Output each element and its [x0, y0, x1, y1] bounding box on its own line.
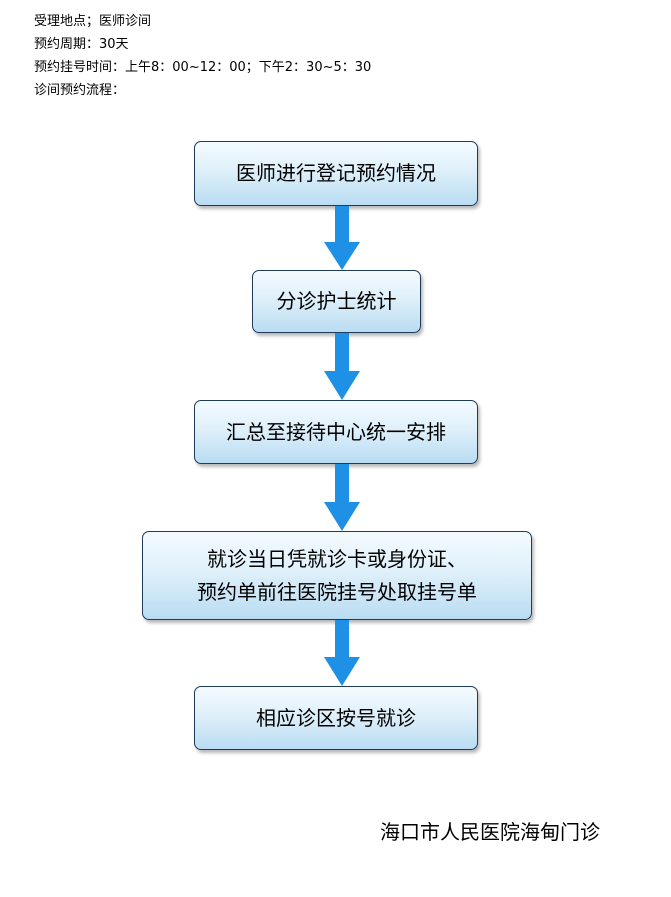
step-register: 医师进行登记预约情况: [194, 141, 478, 206]
arrow-down-icon: [324, 620, 360, 686]
arrow-down-icon: [324, 333, 360, 400]
step-label: 分诊护士统计: [276, 289, 397, 313]
arrow-down-icon: [324, 464, 360, 531]
step-label: 汇总至接待中心统一安排: [226, 419, 446, 444]
step-label-line-1: 就诊当日凭就诊卡或身份证、: [207, 546, 467, 571]
step-label: 相应诊区按号就诊: [256, 705, 416, 730]
location-text: 受理地点；医师诊间: [34, 14, 152, 29]
info-block: 受理地点；医师诊间 预约周期：30天 预约挂号时间：上午8：00~12：00；下…: [34, 10, 371, 102]
period-text: 预约周期：30天: [34, 37, 129, 52]
step-summary: 汇总至接待中心统一安排: [194, 400, 478, 464]
arrow-down-icon: [324, 206, 360, 270]
step-label-line-2: 预约单前往医院挂号处取挂号单: [197, 579, 477, 604]
step-triage: 分诊护士统计: [252, 270, 421, 333]
hospital-name: 海口市人民医院海甸门诊: [380, 820, 600, 844]
step-label: 医师进行登记预约情况: [236, 161, 436, 185]
step-visit-day: 就诊当日凭就诊卡或身份证、 预约单前往医院挂号处取挂号单: [142, 531, 532, 620]
step-consult: 相应诊区按号就诊: [194, 686, 478, 750]
process-title: 诊间预约流程：: [34, 83, 126, 98]
hours-text: 预约挂号时间：上午8：00~12：00；下午2：30~5：30: [34, 60, 372, 75]
